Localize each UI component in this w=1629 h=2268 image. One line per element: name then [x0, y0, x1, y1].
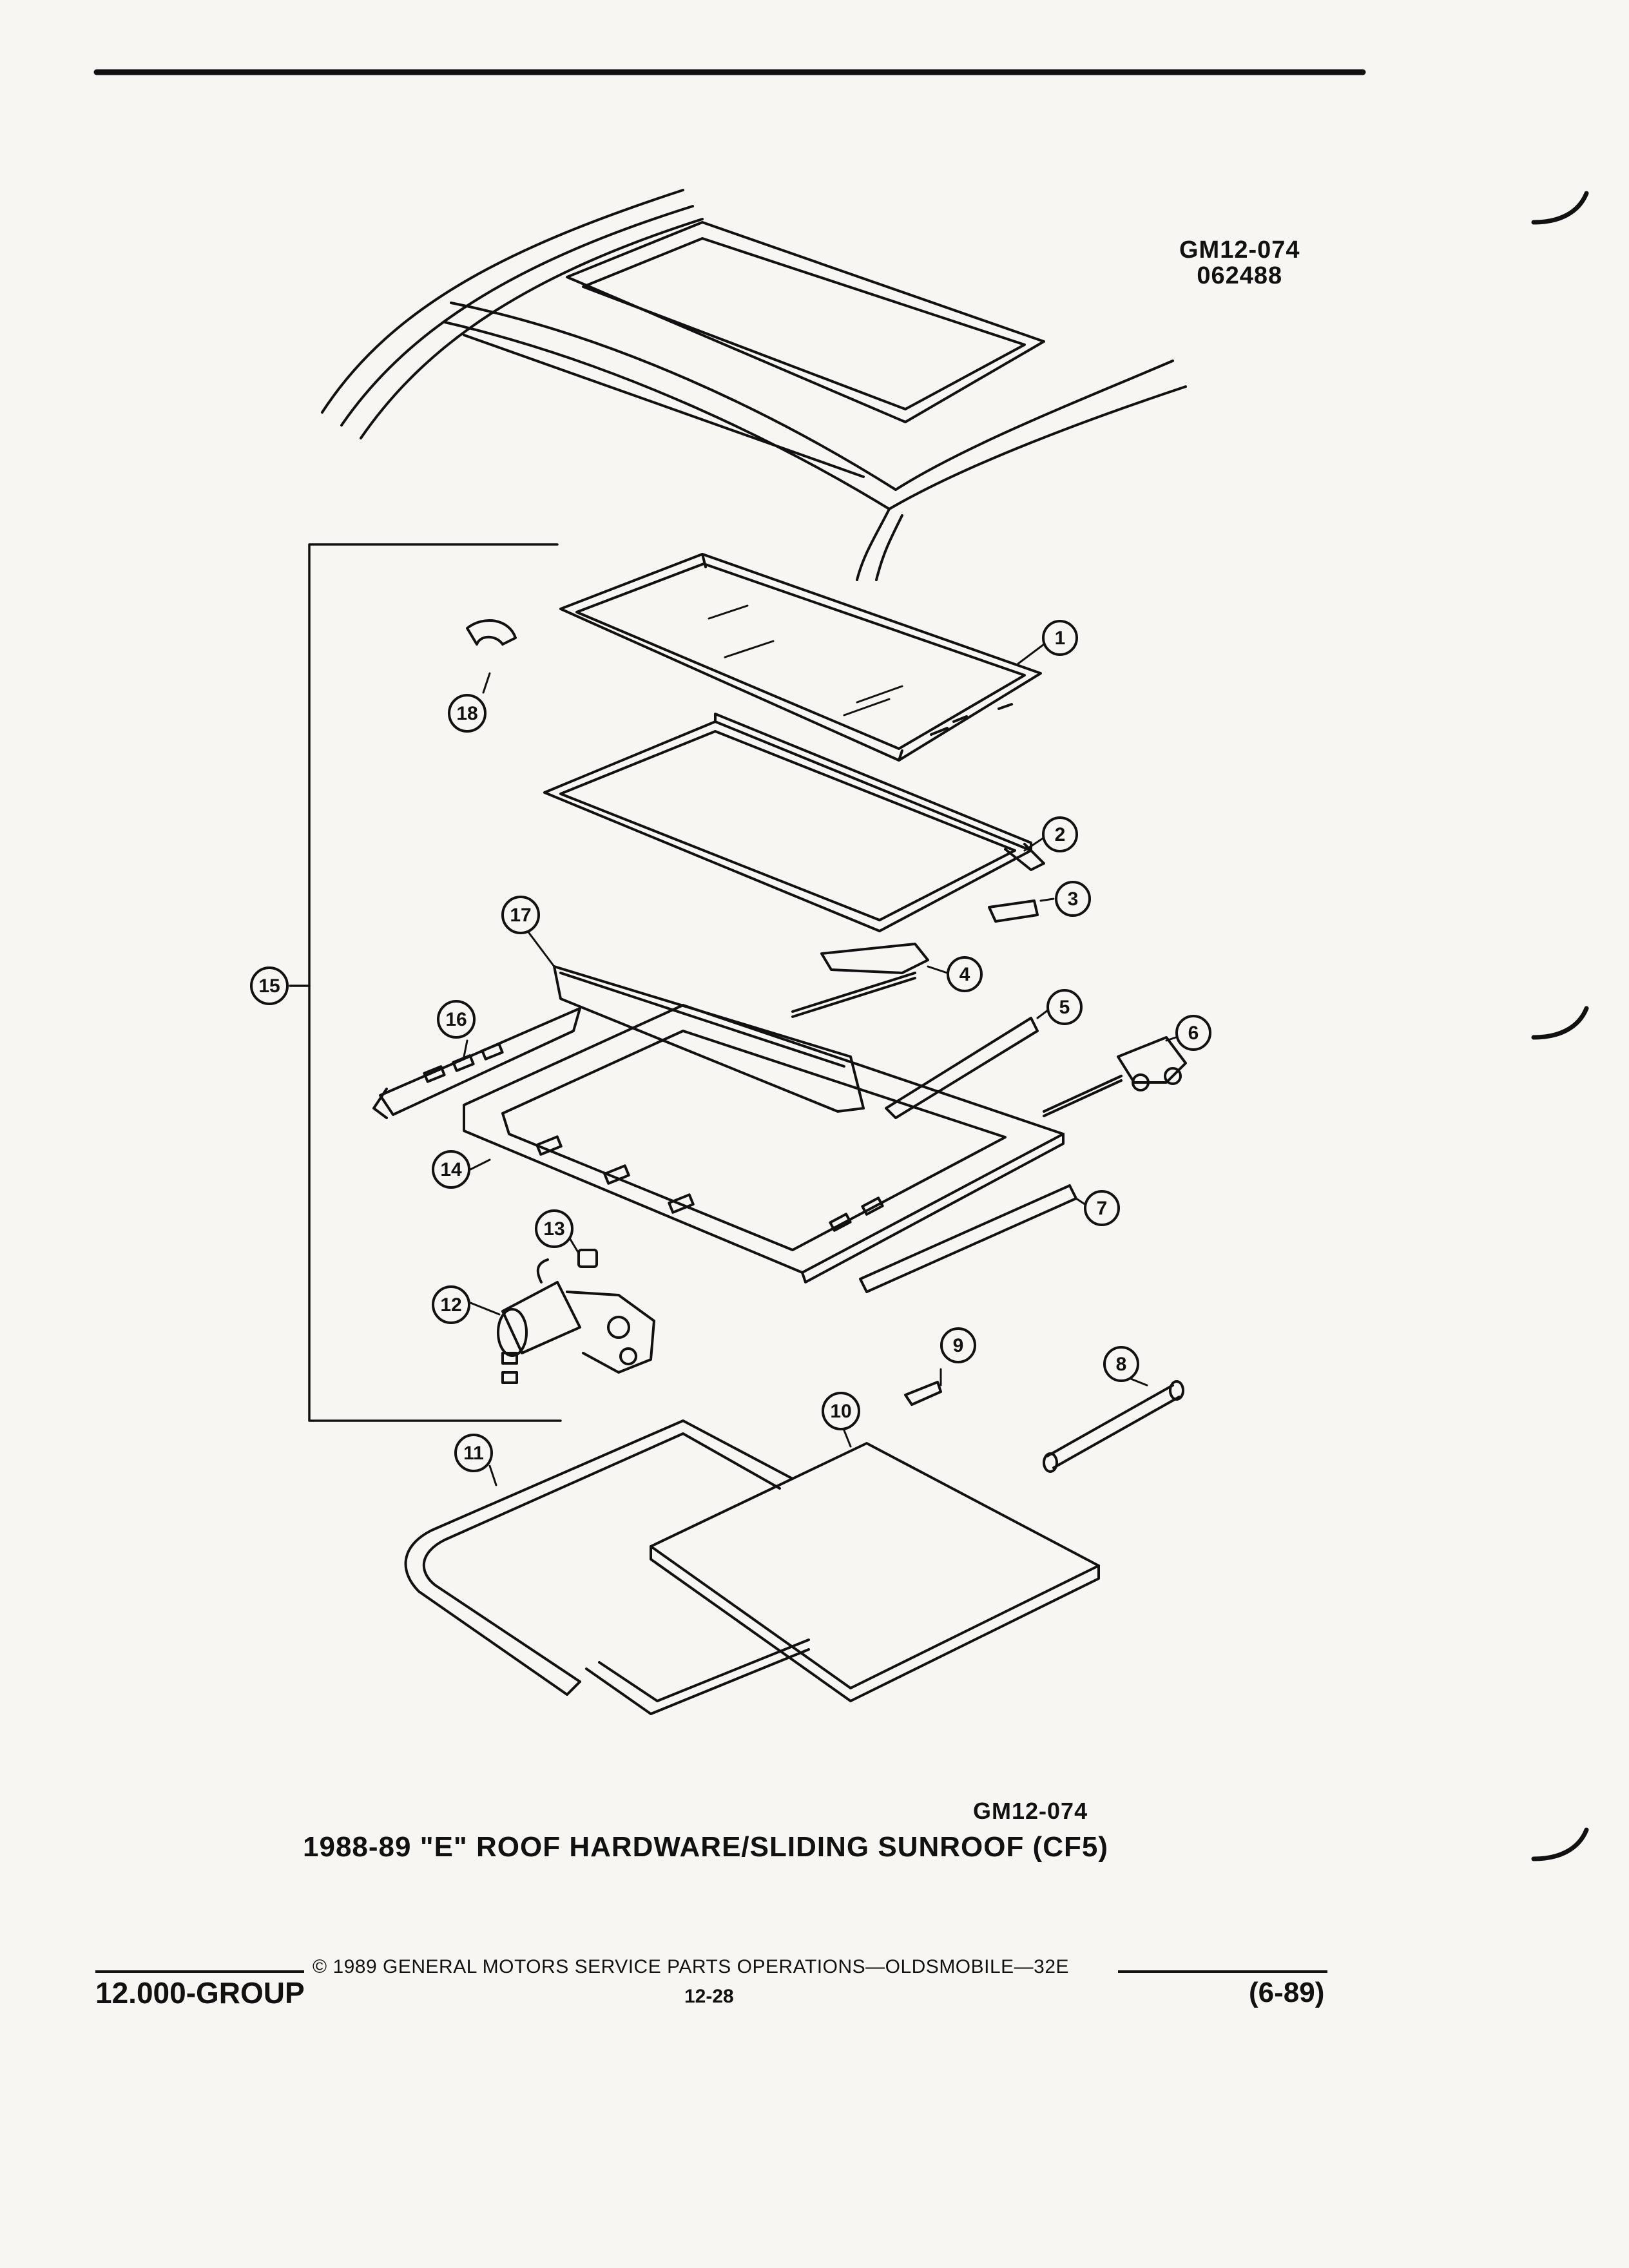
callout-label: 6 — [1188, 1023, 1199, 1044]
part-rear-guide — [859, 1184, 1077, 1293]
callout-label: 17 — [510, 905, 531, 926]
figure-code: GM12-074 — [1179, 236, 1300, 264]
footer-copyright: © 1989 GENERAL MOTORS SERVICE PARTS OPER… — [313, 1956, 1070, 1977]
callout-9: 9 — [940, 1327, 976, 1363]
callout-2: 2 — [1042, 816, 1078, 852]
footer-group: 12.000-GROUP — [95, 1976, 305, 2010]
callout-label: 10 — [830, 1401, 851, 1422]
callout-label: 18 — [456, 703, 477, 724]
binding-mark — [1531, 1006, 1589, 1040]
caption-title: 1988-89 "E" ROOF HARDWARE/SLIDING SUNROO… — [303, 1831, 1108, 1863]
callout-18: 18 — [448, 694, 487, 733]
callout-8: 8 — [1103, 1346, 1139, 1382]
callout-14: 14 — [432, 1150, 470, 1189]
callout-label: 3 — [1068, 889, 1079, 910]
figure-date-code: 062488 — [1197, 262, 1283, 289]
callout-15: 15 — [250, 966, 289, 1005]
part-bumper — [577, 1249, 598, 1268]
callout-label: 12 — [440, 1294, 461, 1316]
figure-reference: GM12-074 062488 — [1179, 237, 1300, 289]
callout-16: 16 — [437, 1000, 476, 1039]
part-drive-assembly — [1043, 1036, 1187, 1117]
part-side-rail — [372, 1007, 581, 1119]
callout-7: 7 — [1084, 1190, 1120, 1226]
callout-6: 6 — [1175, 1015, 1211, 1051]
callout-10: 10 — [822, 1392, 860, 1430]
part-small-clip — [904, 1381, 942, 1406]
callout-label: 15 — [258, 975, 280, 997]
part-main-frame — [463, 1004, 1065, 1283]
callout-label: 8 — [1116, 1354, 1127, 1375]
callout-17: 17 — [501, 896, 540, 934]
callout-label: 11 — [463, 1443, 484, 1464]
part-drain-hose — [1043, 1380, 1184, 1473]
callout-label: 13 — [543, 1218, 564, 1240]
part-corner-guide — [466, 619, 517, 646]
callout-4: 4 — [947, 956, 983, 992]
callout-label: 5 — [1059, 997, 1070, 1018]
footer-date: (6-89) — [1249, 1977, 1325, 2008]
binding-mark — [1531, 1827, 1589, 1861]
callout-5: 5 — [1046, 989, 1083, 1025]
part-motor — [497, 1258, 655, 1384]
assembly-bracket — [308, 543, 562, 1422]
part-front-guide — [885, 1017, 1039, 1119]
callout-label: 4 — [959, 964, 970, 985]
part-cable-bracket — [791, 943, 929, 1018]
part-sunshade — [650, 1442, 1100, 1702]
callout-label: 2 — [1055, 824, 1066, 845]
binding-mark — [1531, 191, 1589, 225]
callout-13: 13 — [535, 1209, 574, 1248]
part-deflector — [553, 965, 865, 1113]
callout-label: 16 — [445, 1009, 467, 1030]
roof-panel — [321, 189, 1187, 581]
part-glass-frame — [543, 713, 1045, 932]
callout-label: 1 — [1055, 628, 1066, 649]
caption-code: GM12-074 — [973, 1798, 1088, 1824]
callout-11: 11 — [454, 1434, 493, 1472]
part-glass-panel — [559, 553, 1042, 762]
callout-1: 1 — [1042, 620, 1078, 656]
callout-12: 12 — [432, 1285, 470, 1324]
callout-label: 9 — [953, 1335, 964, 1356]
callout-label: 7 — [1097, 1198, 1108, 1219]
part-weatherstrip — [404, 1419, 810, 1715]
callout-3: 3 — [1055, 881, 1091, 917]
part-clip — [988, 899, 1039, 923]
callout-label: 14 — [440, 1159, 462, 1180]
footer-page-number: 12-28 — [684, 1986, 734, 2007]
